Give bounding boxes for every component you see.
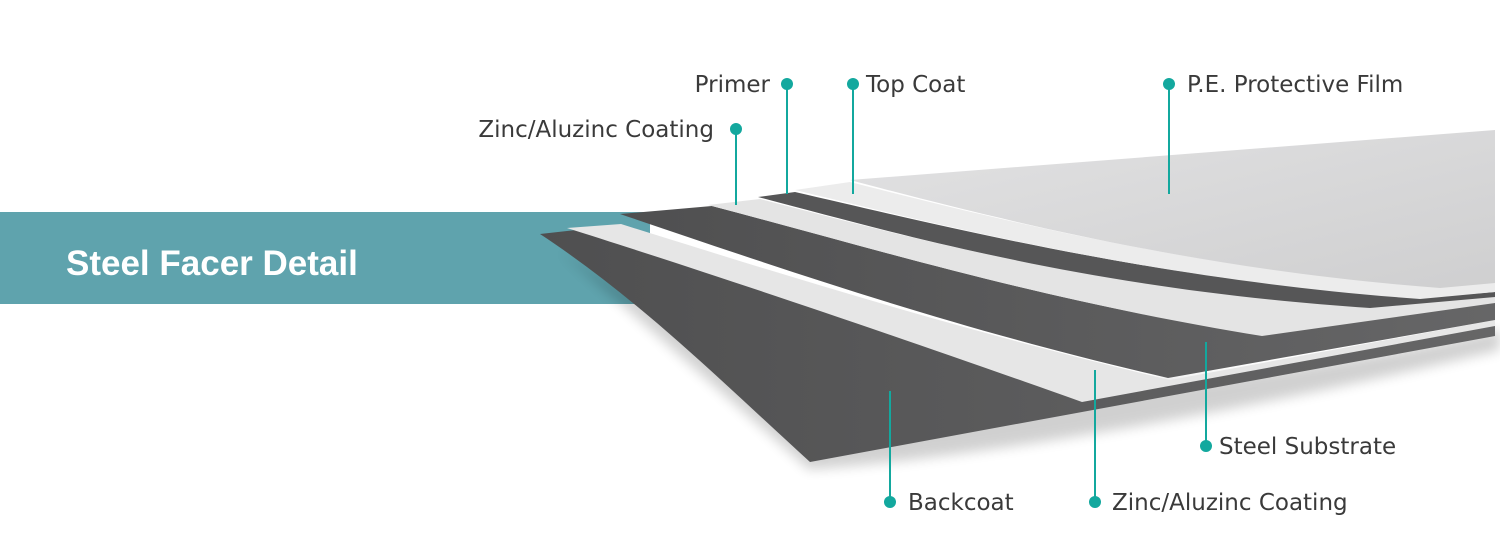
layer-zinc-bottom	[567, 224, 1495, 402]
callout-primer: Primer	[695, 72, 793, 194]
callout-dot	[1200, 440, 1212, 452]
callout-backcoat: Backcoat	[884, 391, 1014, 516]
layer-pe-film	[850, 130, 1495, 288]
callout-steel-substrate: Steel Substrate	[1200, 342, 1396, 460]
callout-dot	[884, 496, 896, 508]
label-primer: Primer	[695, 72, 771, 98]
layer-top-coat	[795, 182, 1495, 299]
label-zinc-bottom: Zinc/Aluzinc Coating	[1112, 490, 1348, 516]
label-zinc-top: Zinc/Aluzinc Coating	[478, 117, 714, 143]
label-backcoat: Backcoat	[908, 490, 1014, 516]
label-pe-film: P.E. Protective Film	[1187, 72, 1403, 98]
page-title: Steel Facer Detail	[66, 244, 358, 283]
callout-dot	[781, 78, 793, 90]
layer-primer	[758, 192, 1495, 308]
label-steel-substrate: Steel Substrate	[1219, 434, 1396, 460]
callout-dot	[1089, 496, 1101, 508]
callout-dot	[1163, 78, 1175, 90]
callout-top-coat: Top Coat	[847, 72, 965, 194]
callout-zinc-top: Zinc/Aluzinc Coating	[478, 117, 742, 205]
layer-steel-substrate	[620, 206, 1495, 378]
callout-dot	[847, 78, 859, 90]
layer-backcoat	[540, 229, 1495, 462]
title-banner	[0, 212, 650, 304]
callout-pe-film: P.E. Protective Film	[1163, 72, 1403, 194]
label-top-coat: Top Coat	[865, 72, 965, 98]
callout-zinc-bottom: Zinc/Aluzinc Coating	[1089, 370, 1348, 516]
callout-dot	[730, 123, 742, 135]
